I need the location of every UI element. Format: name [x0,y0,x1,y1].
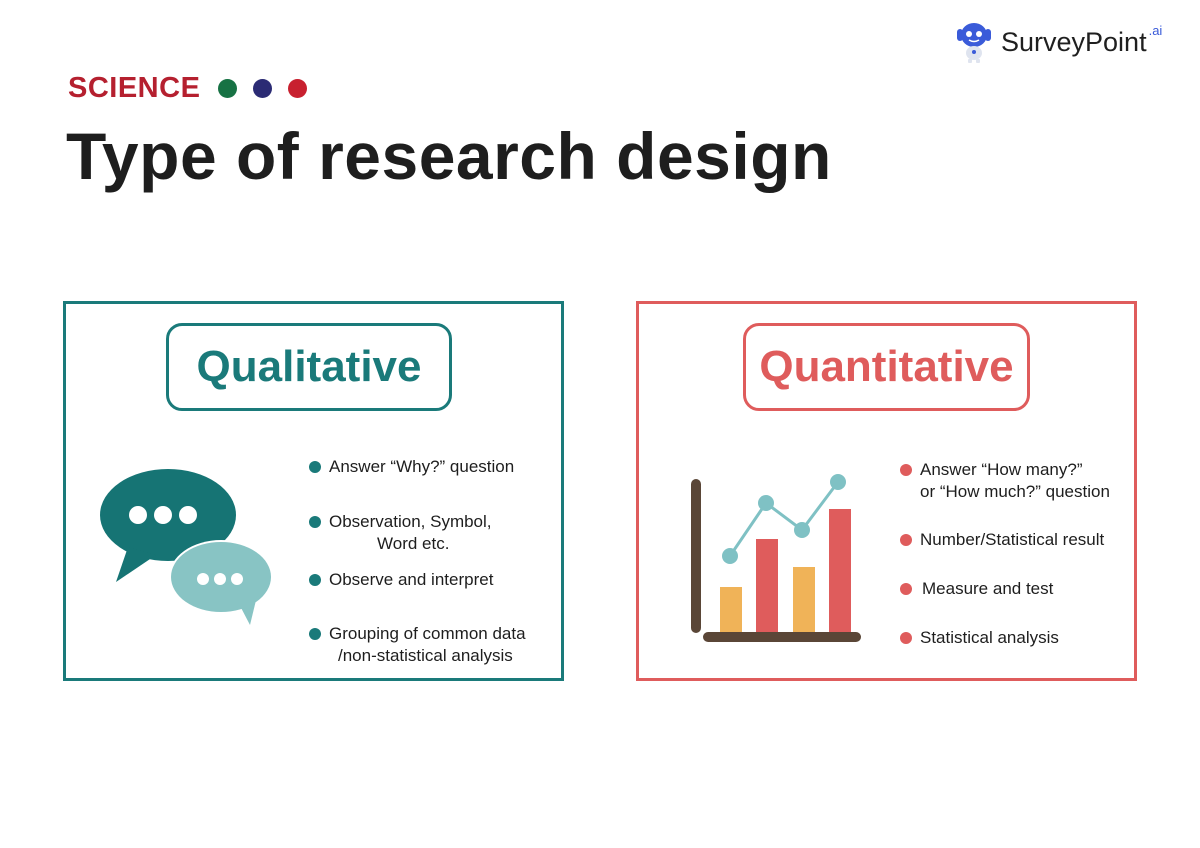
speech-bubbles-icon [100,469,273,625]
bullet-dot-icon [309,461,321,473]
bullet-dot-icon [900,464,912,476]
quantitative-bullet-list: Answer “How many?” or “How much?” questi… [900,459,1130,679]
surveypoint-logo[interactable]: SurveyPoint .ai [955,20,1162,64]
qualitative-panel: Qualitative Answer “Why?” question Obser… [63,301,564,681]
bullet-dot-icon [900,632,912,644]
qualitative-bullet-list: Answer “Why?” question Observation, Symb… [309,456,569,676]
green-dot-icon [218,79,238,98]
list-item: Number/Statistical result [900,529,1104,551]
bullet-dot-icon [309,628,321,640]
navy-dot-icon [253,79,273,98]
brand-suffix: .ai [1148,22,1163,38]
brand-name: SurveyPoint [1001,26,1147,57]
list-item: Answer “Why?” question [309,456,514,478]
bullet-dot-icon [900,583,912,595]
list-item: Statistical analysis [900,627,1059,649]
robot-mascot-icon [957,23,991,63]
qualitative-title: Qualitative [166,323,452,411]
list-item: Answer “How many?” or “How much?” questi… [900,459,1110,503]
bullet-dot-icon [309,574,321,586]
red-dot-icon [288,79,308,98]
category-label: SCIENCE [68,72,201,104]
quantitative-title: Quantitative [743,323,1030,411]
bar-line-chart-icon [691,474,861,642]
list-item: Observe and interpret [309,569,493,591]
bullet-dot-icon [900,534,912,546]
list-item: Grouping of common data /non-statistical… [309,623,526,667]
category-header: SCIENCE [68,72,308,105]
list-item: Observation, Symbol, Word etc. [309,511,492,555]
list-item: Measure and test [900,578,1053,600]
page-title: Type of research design [66,119,832,193]
bullet-dot-icon [309,516,321,528]
quantitative-panel: Quantitative Answer “How many?” or “How … [636,301,1137,681]
